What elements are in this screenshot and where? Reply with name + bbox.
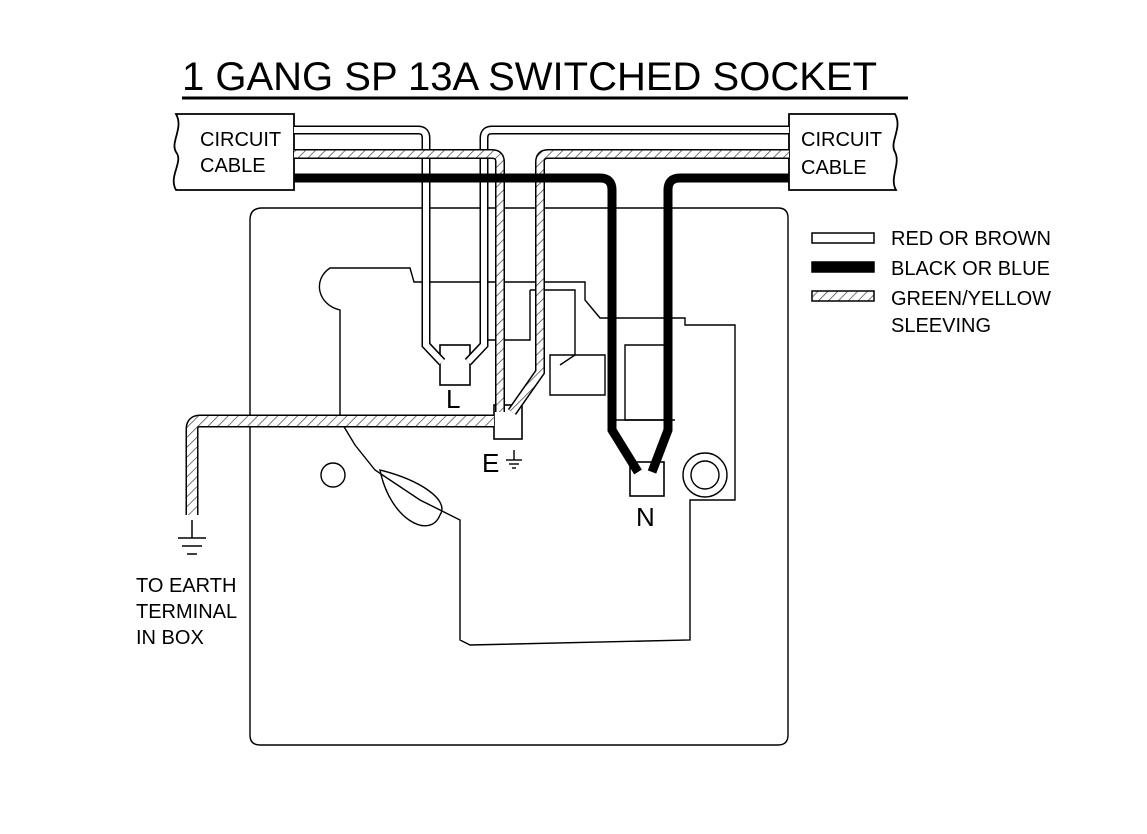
right-cable-label-line2: CABLE [801, 157, 867, 179]
diagram-title: 1 GANG SP 13A SWITCHED SOCKET [182, 55, 877, 99]
legend: RED OR BROWN BLACK OR BLUE GREEN/YELLOW … [811, 228, 1051, 337]
live-conductors [294, 125, 789, 366]
left-cable-label-line1: CIRCUIT [200, 129, 281, 151]
right-cable-label-line1: CIRCUIT [801, 129, 882, 151]
right-circuit-cable: CIRCUIT CABLE [788, 113, 899, 191]
earth-conductors [185, 149, 789, 515]
legend-label-red: RED OR BROWN [891, 228, 1051, 250]
legend-swatch-red [811, 232, 875, 244]
left-cable-label-line2: CABLE [200, 155, 266, 177]
legend-label-green-line1: GREEN/YELLOW [891, 288, 1051, 310]
live-terminal-label: L [446, 384, 460, 414]
live-terminal [439, 344, 471, 386]
earth-note-line3: IN BOX [136, 627, 204, 649]
earth-symbol-icon [506, 450, 522, 469]
legend-swatch-black [811, 261, 875, 273]
legend-label-black: BLACK OR BLUE [891, 258, 1050, 280]
socket-faceplate [249, 207, 789, 746]
earth-note-line2: TERMINAL [136, 601, 237, 623]
legend-swatch-green [811, 290, 875, 302]
legend-label-green-line2: SLEEVING [891, 315, 991, 337]
neutral-conductors [294, 173, 789, 475]
neutral-terminal-label: N [636, 502, 655, 532]
earth-terminal-label: E [482, 448, 499, 478]
left-circuit-cable: CIRCUIT CABLE [172, 113, 295, 191]
box-earth-symbol-icon [178, 520, 206, 555]
earth-note-line1: TO EARTH [136, 575, 236, 597]
